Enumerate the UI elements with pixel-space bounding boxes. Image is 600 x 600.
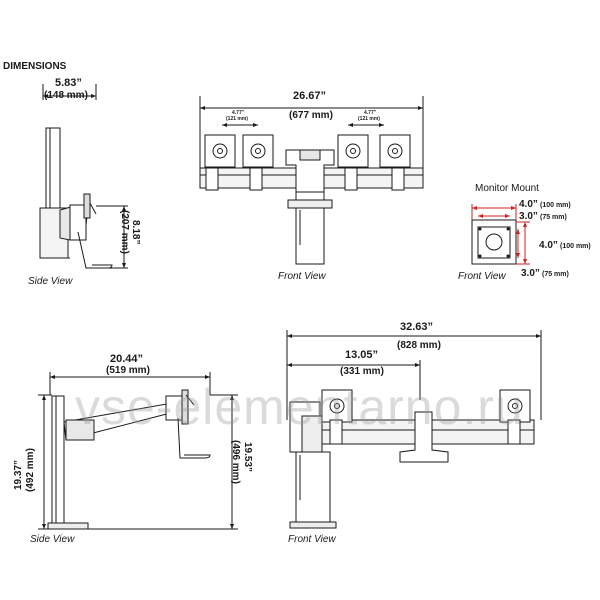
- front-view-bottom: [286, 330, 542, 529]
- side-bottom-pole-in: 19.37”: [13, 459, 24, 490]
- page-title: DIMENSIONS: [3, 61, 67, 72]
- front-bottom-caption: Front View: [288, 534, 336, 545]
- side-bottom-caption: Side View: [30, 534, 75, 545]
- side-bottom-pole-mm: (492 mm): [25, 448, 36, 492]
- front-bottom-total-mm: (828 mm): [397, 340, 441, 351]
- side-bottom-reach-in: 20.44”: [110, 353, 144, 365]
- watermark: vse-elementarno.ru: [75, 379, 524, 435]
- front-bottom-half-mm: (331 mm): [340, 366, 384, 377]
- mount-h-outer-mm: (100 mm): [560, 243, 591, 250]
- mount-head-right: [499, 389, 531, 423]
- side-bottom-reach-mm: (519 mm): [106, 365, 150, 376]
- side-top-height-mm: (207 mm): [119, 210, 130, 254]
- front-bottom-half-in: 13.05”: [345, 349, 379, 361]
- mount-head-3: [337, 134, 369, 168]
- mount-h-outer: 4.0”: [539, 240, 558, 251]
- mount-w-inner: 3.0”: [519, 211, 538, 222]
- mount-w-outer: 4.0”: [519, 199, 538, 210]
- front-bottom-total-in: 32.63”: [400, 321, 434, 333]
- monitor-mount-title: Monitor Mount: [475, 183, 539, 194]
- side-top-caption: Side View: [28, 276, 73, 287]
- side-bottom-height-in: 19.53”: [242, 442, 253, 473]
- mount-w-inner-mm: (75 mm): [540, 214, 567, 221]
- mount-caption: Front View: [458, 271, 506, 282]
- front-top-total-in: 26.67”: [293, 90, 327, 102]
- side-top-height-in: 8.18”: [130, 220, 141, 245]
- mount-head-1: [204, 134, 236, 168]
- front-top-total-mm: (677 mm): [289, 110, 333, 121]
- side-top-width-mm: (148 mm): [44, 90, 88, 101]
- side-view-top: [39, 84, 128, 269]
- front-view-top: [199, 96, 424, 265]
- front-top-left-gap-mm: (121 mm): [226, 116, 248, 122]
- front-top-right-gap-in: 4.77”: [364, 110, 377, 116]
- side-top-width-in: 5.83”: [55, 77, 82, 89]
- mount-head-4: [379, 134, 411, 168]
- side-view-bottom: [38, 372, 238, 530]
- mount-bottom: 3.0”: [521, 268, 540, 279]
- front-top-right-gap-mm: (121 mm): [358, 116, 380, 122]
- monitor-mount-diagram: [471, 204, 530, 265]
- front-top-left-gap-in: 4.77”: [232, 110, 245, 116]
- front-top-caption: Front View: [278, 271, 326, 282]
- mount-head-2: [242, 134, 274, 168]
- mount-w-outer-mm: (100 mm): [540, 202, 571, 209]
- mount-bottom-mm: (75 mm): [542, 271, 569, 278]
- side-bottom-height-mm: (496 mm): [230, 440, 241, 484]
